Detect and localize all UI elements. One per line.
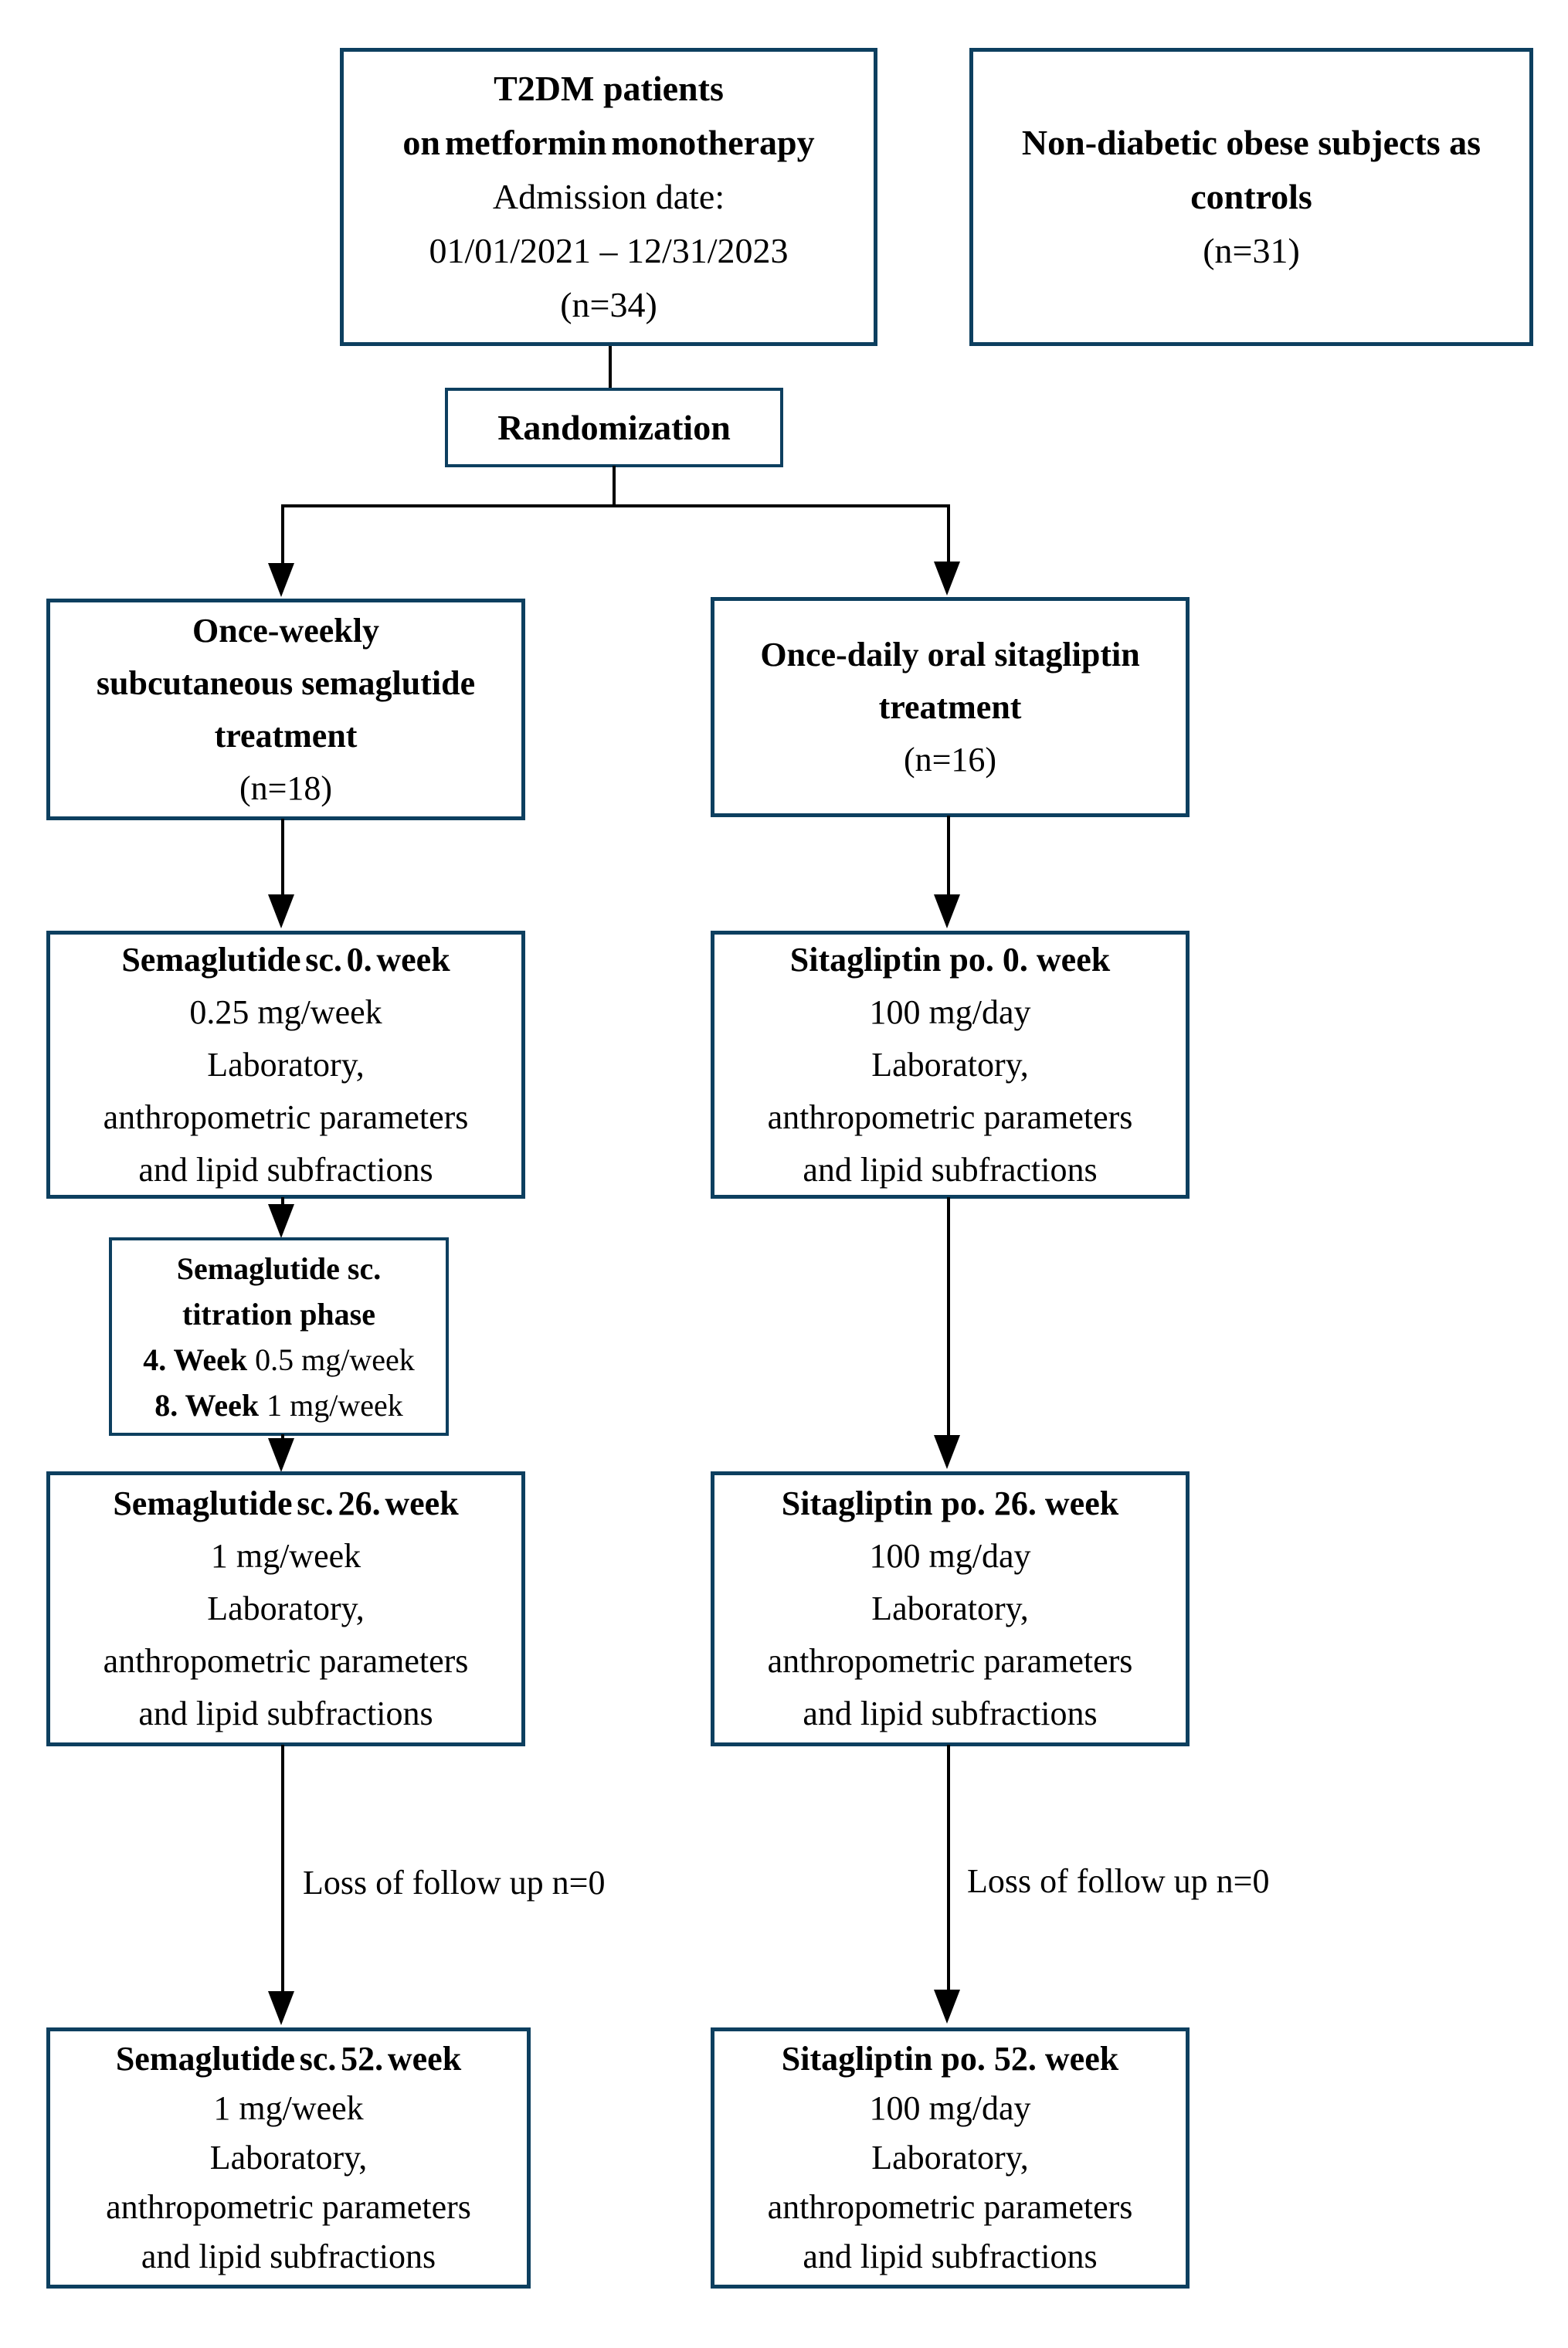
box-line: 8. Week 1 mg/week (112, 1383, 446, 1428)
box-line: and lipid subfractions (138, 1150, 433, 1189)
connector-titration-to-week26 (281, 1434, 284, 1440)
text-segment: titration phase (182, 1296, 375, 1332)
box-line: Laboratory, (209, 2139, 368, 2177)
box-semaglutide-week0: Semaglutide sc. 0. week 0.25 mg/week Lab… (46, 931, 525, 1199)
connector-branch-to-sitagliptin (947, 504, 950, 562)
box-line: Laboratory, (871, 1045, 1029, 1084)
box-line: T2DM patients (494, 69, 724, 108)
box-line: and lipid subfractions (803, 2238, 1098, 2275)
box-line: 100 mg/day (869, 2089, 1031, 2127)
box-line: 4. Week 0.5 mg/week (112, 1337, 446, 1383)
box-line: Randomization (497, 407, 731, 447)
connector-t2dm-to-randomization (609, 346, 612, 389)
arrowhead-down-icon (934, 894, 960, 928)
arrowhead-down-icon (268, 563, 294, 597)
box-line: (n=16) (903, 740, 997, 779)
connector-branch-to-semaglutide (281, 504, 284, 563)
connector-week26-to-week52-sitagliptin (947, 1745, 950, 1992)
box-line: anthropometric parameters (103, 1642, 469, 1680)
box-line: anthropometric parameters (767, 1098, 1133, 1136)
box-line: (n=18) (239, 769, 333, 807)
box-line: Sitagliptin po. 26. week (781, 1484, 1119, 1522)
box-line: titration phase (112, 1291, 446, 1337)
connector-week26-to-week52-semaglutide (281, 1745, 284, 1993)
connector-randomization-stem (613, 466, 616, 506)
box-sitagliptin-week52: Sitagliptin po. 52. week 100 mg/day Labo… (711, 2027, 1190, 2289)
text-segment: Semaglutide sc. (176, 1250, 382, 1286)
arrowhead-down-icon (268, 1991, 294, 2025)
arrowhead-down-icon (934, 1990, 960, 2024)
box-line: 100 mg/day (869, 992, 1031, 1031)
arrowhead-down-icon (268, 1204, 294, 1238)
box-semaglutide-allocation: Once-weekly subcutaneous semaglutide tre… (46, 599, 525, 820)
arrowhead-down-icon (268, 1438, 294, 1472)
connector-semaglutide-to-week0 (281, 819, 284, 896)
box-line: Sitagliptin po. 0. week (789, 940, 1111, 979)
connector-branch-horizontal (281, 504, 950, 507)
box-line: controls (1190, 177, 1312, 216)
box-line: anthropometric parameters (106, 2188, 471, 2226)
box-line: 100 mg/day (869, 1537, 1031, 1575)
box-line: (n=31) (1203, 231, 1300, 270)
box-line: Semaglutide sc. 26. week (113, 1484, 459, 1522)
box-line: Non-diabetic obese subjects as (1021, 123, 1481, 162)
box-t2dm-patients: T2DM patients on metformin monotherapy A… (340, 48, 877, 346)
box-line: and lipid subfractions (803, 1695, 1098, 1732)
box-line: 1 mg/week (210, 1537, 361, 1575)
box-semaglutide-titration: Semaglutide sc. titration phase 4. Week … (109, 1237, 449, 1436)
text-segment: 4. Week (143, 1342, 256, 1377)
box-line: anthropometric parameters (103, 1098, 469, 1136)
connector-sitagliptin-to-week0 (947, 816, 950, 896)
text-segment: 8. Week (154, 1387, 267, 1423)
box-line: and lipid subfractions (138, 1695, 433, 1732)
connector-week0-to-week26 (947, 1197, 950, 1437)
box-line: anthropometric parameters (767, 2188, 1133, 2226)
box-line: Laboratory, (871, 1590, 1029, 1627)
text-segment: 1 mg/week (266, 1387, 403, 1423)
loss-of-follow-up-label-sitagliptin: Loss of follow up n=0 (967, 1862, 1270, 1900)
box-line: (n=34) (560, 285, 657, 324)
box-semaglutide-week52: Semaglutide sc. 52. week 1 mg/week Labor… (46, 2027, 531, 2289)
box-line: treatment (878, 687, 1022, 726)
box-line: Once-weekly (192, 611, 379, 650)
box-sitagliptin-allocation: Once-daily oral sitagliptin treatment (n… (711, 597, 1190, 817)
box-line: and lipid subfractions (141, 2238, 436, 2275)
box-line: on metformin monotherapy (402, 123, 815, 162)
box-line: 1 mg/week (213, 2089, 364, 2127)
box-line: subcutaneous semaglutide (96, 663, 476, 702)
loss-of-follow-up-label-semaglutide: Loss of follow up n=0 (303, 1864, 606, 1902)
box-sitagliptin-week0: Sitagliptin po. 0. week 100 mg/day Labor… (711, 931, 1190, 1199)
arrowhead-down-icon (934, 1435, 960, 1469)
box-line: Laboratory, (871, 2139, 1029, 2177)
arrowhead-down-icon (268, 894, 294, 928)
box-semaglutide-week26: Semaglutide sc. 26. week 1 mg/week Labor… (46, 1471, 525, 1746)
box-nondiabetic-controls: Non-diabetic obese subjects as controls … (969, 48, 1533, 346)
box-randomization: Randomization (445, 388, 783, 467)
arrowhead-down-icon (934, 562, 960, 595)
box-line: anthropometric parameters (767, 1642, 1133, 1680)
box-line: Semaglutide sc. 52. week (115, 2040, 462, 2078)
box-line: Semaglutide sc. 0. week (121, 940, 450, 979)
connector-week0-to-titration (281, 1197, 284, 1206)
box-line: and lipid subfractions (803, 1150, 1098, 1189)
box-line: Admission date: (492, 177, 725, 216)
box-line: treatment (214, 716, 358, 755)
box-line: 0.25 mg/week (189, 992, 382, 1031)
box-line: Sitagliptin po. 52. week (781, 2040, 1119, 2078)
box-line: Laboratory, (207, 1590, 365, 1627)
box-line: Once-daily oral sitagliptin (760, 635, 1140, 674)
box-line: Laboratory, (207, 1045, 365, 1084)
box-sitagliptin-week26: Sitagliptin po. 26. week 100 mg/day Labo… (711, 1471, 1190, 1746)
box-line: 01/01/2021 – 12/31/2023 (429, 231, 789, 270)
text-segment: 0.5 mg/week (255, 1342, 415, 1377)
box-line: Semaglutide sc. (112, 1246, 446, 1291)
